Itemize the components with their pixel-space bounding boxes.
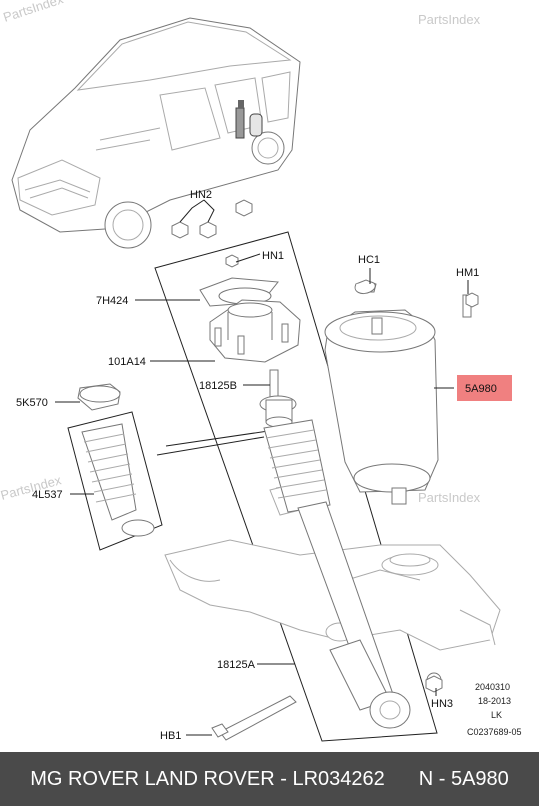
nut-hn2 — [171, 199, 253, 239]
callout-5k570: 5K570 — [16, 397, 48, 409]
callout-hc1: HC1 — [358, 254, 380, 266]
callout-hm1: HM1 — [456, 267, 479, 279]
watermark: PartsIndex — [1, 0, 65, 25]
exploded-parts-diagram: PartsIndex PartsIndex PartsIndex PartsIn… — [0, 0, 522, 742]
footer-part-number: N - 5A980 — [418, 767, 509, 790]
callout-18125b: 18125B — [199, 380, 237, 392]
upper-mount — [199, 254, 301, 363]
highlighted-part-badge — [457, 375, 512, 401]
callout-4l537: 4L537 — [32, 489, 63, 501]
callout-5a980: 5A980 — [465, 383, 497, 395]
sensor-hm1 — [465, 292, 479, 308]
callout-hn1: HN1 — [262, 250, 284, 262]
diagram-code: 2040310 — [475, 682, 510, 692]
diagram-date: 18-2013 — [478, 696, 511, 706]
part-info-bar: MG ROVER LAND ROVER - LR034262 N - 5A980 — [0, 752, 539, 806]
callout-hb1: HB1 — [160, 730, 181, 742]
callout-101a14: 101A14 — [108, 356, 146, 368]
callout-7h424: 7H424 — [96, 295, 128, 307]
callout-hn3: HN3 — [431, 698, 453, 710]
diagram-region: LK — [491, 710, 502, 720]
vehicle-illustration — [11, 17, 301, 249]
leader-line — [165, 429, 276, 447]
damper-top — [259, 369, 297, 428]
callout-18125a: 18125A — [217, 659, 256, 671]
callout-hn2: HN2 — [190, 189, 212, 201]
callout-leaders — [55, 199, 469, 736]
clip-hc1 — [354, 281, 376, 295]
footer-brands: MG ROVER LAND ROVER - LR034262 — [30, 767, 385, 790]
air-spring — [324, 279, 472, 505]
watermark: PartsIndex — [418, 490, 481, 505]
diagram-ref: C0237689-05 — [467, 727, 522, 737]
watermark: PartsIndex — [418, 12, 481, 27]
leader-line — [156, 436, 265, 456]
dust-boot — [67, 383, 163, 551]
nut-hn3 — [425, 675, 443, 693]
